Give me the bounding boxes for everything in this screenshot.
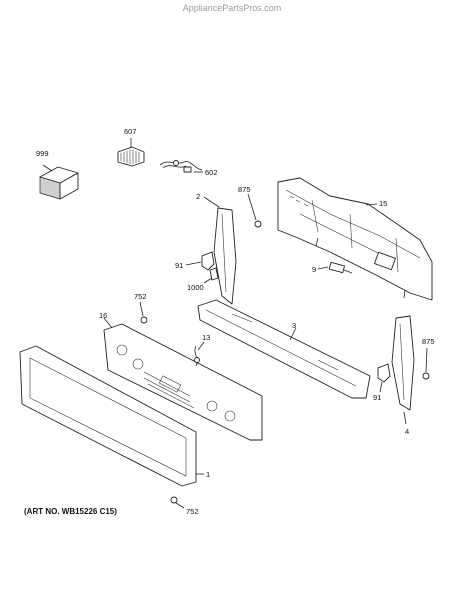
part-752-screw-upper [139, 301, 148, 324]
callout-752-lower: 752 [186, 507, 199, 516]
part-1-control-panel-frame [19, 345, 204, 487]
callout-16: 16 [99, 311, 107, 320]
callout-875-lower: 875 [422, 337, 435, 346]
part-752-screw-lower [170, 496, 185, 509]
part-875-screw-lower [422, 347, 430, 380]
part-2-left-end-cap [203, 196, 237, 305]
callout-91-upper: 91 [175, 261, 183, 270]
callout-602: 602 [205, 168, 218, 177]
part-9-fastener [317, 261, 353, 274]
callout-15: 15 [379, 199, 387, 208]
callout-752-upper: 752 [134, 292, 147, 301]
part-602-harness [159, 160, 203, 173]
callout-1: 1 [206, 470, 210, 479]
part-15-rear-panel [277, 177, 433, 301]
callout-875-upper: 875 [238, 185, 251, 194]
art-number: (ART NO. WB15226 C15) [24, 507, 117, 516]
callout-9: 9 [312, 265, 316, 274]
callout-13: 13 [202, 333, 210, 342]
part-3-support-channel [197, 299, 371, 399]
part-1000-fastener [203, 267, 219, 284]
part-875-screw-upper [247, 193, 262, 228]
part-13-wire [194, 341, 205, 367]
part-999-block [39, 164, 79, 200]
callout-3: 3 [292, 321, 296, 330]
site-watermark: AppliancePartsPros.com [182, 3, 282, 13]
callout-4: 4 [405, 427, 409, 436]
callout-91-lower: 91 [373, 393, 381, 402]
callout-999: 999 [36, 149, 49, 158]
part-91-latch-upper [185, 251, 215, 271]
callout-607: 607 [124, 127, 137, 136]
part-4-right-end-cap [391, 315, 415, 425]
part-16-control-board [103, 317, 263, 441]
callout-1000: 1000 [187, 283, 204, 292]
part-607-clip [117, 138, 145, 167]
part-91-latch-lower [377, 363, 391, 393]
callout-2: 2 [196, 192, 200, 201]
